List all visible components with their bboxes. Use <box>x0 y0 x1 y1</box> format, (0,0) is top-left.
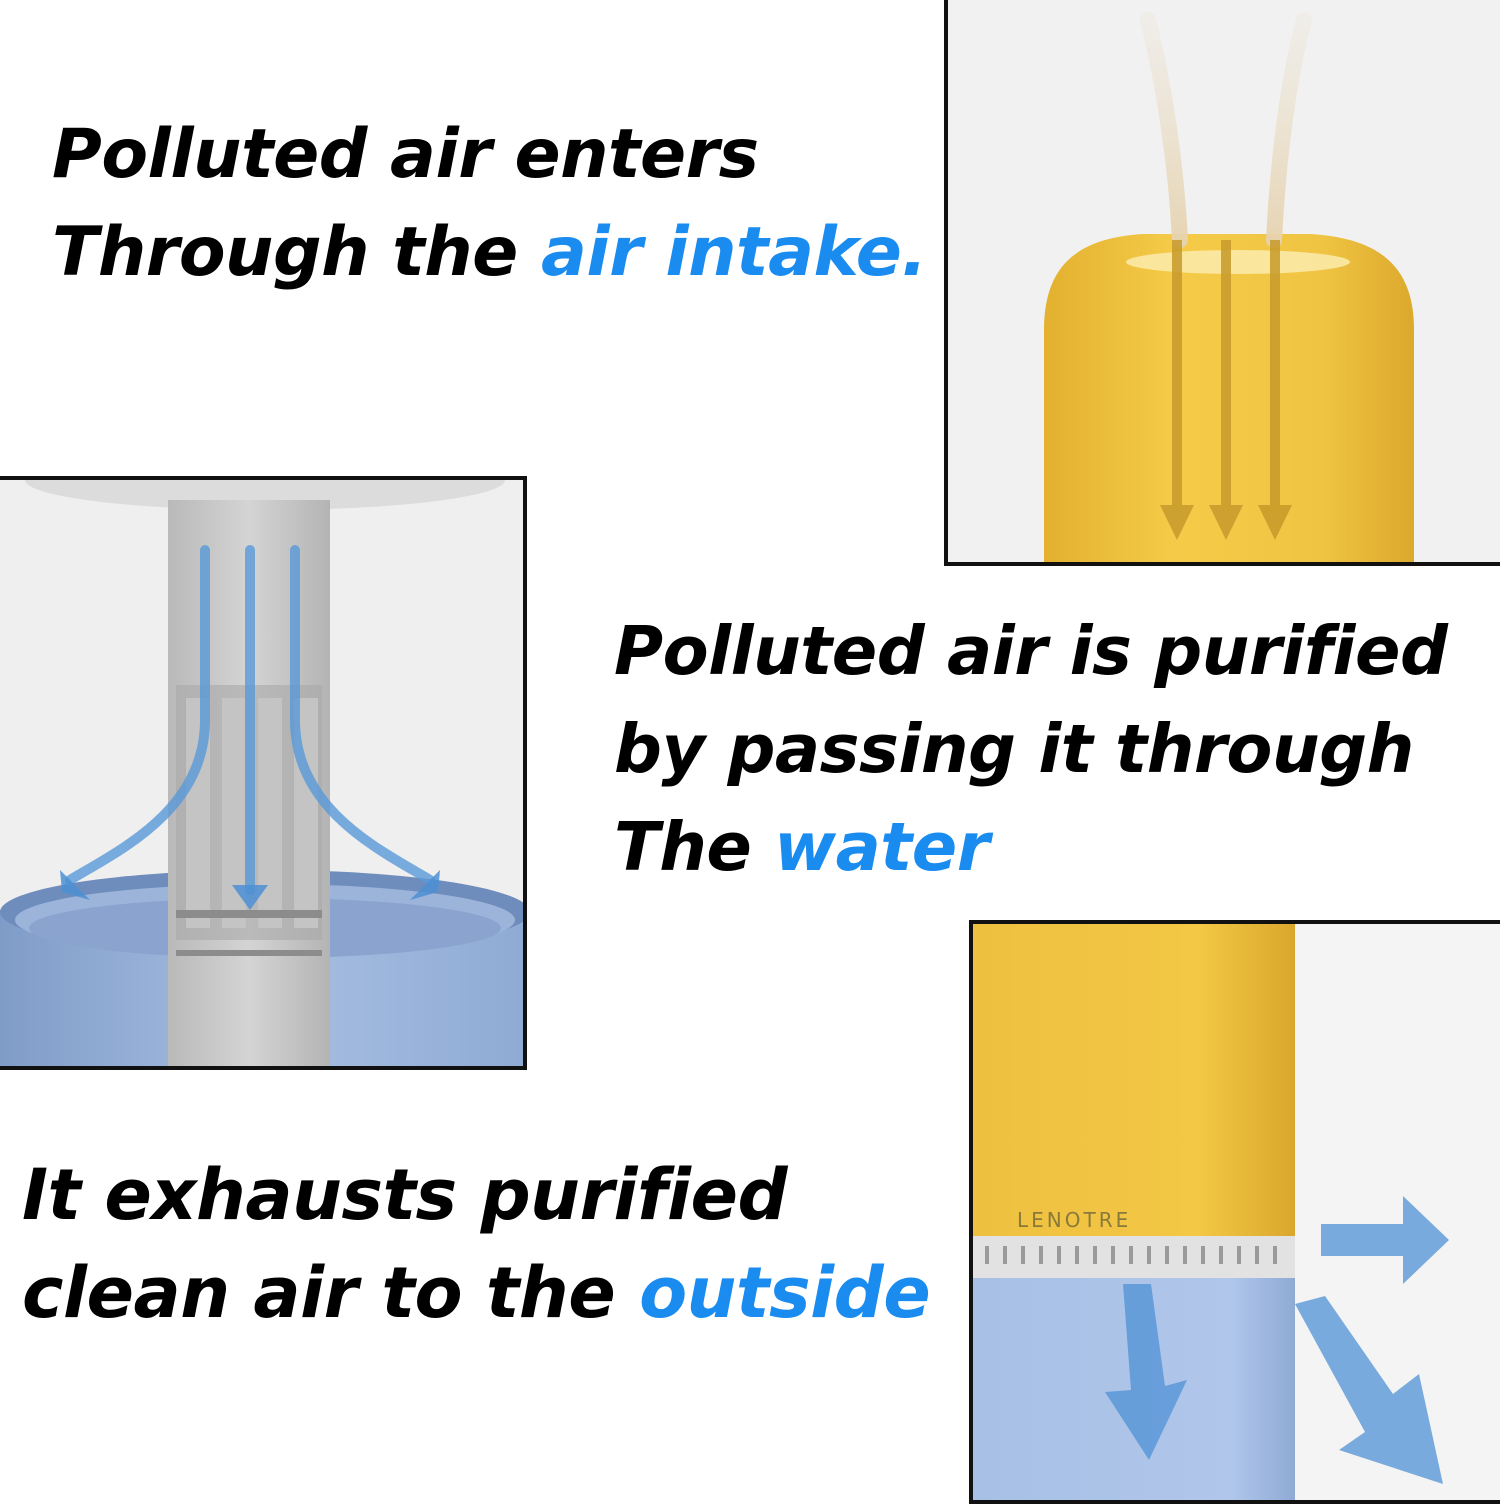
arrow-down-icon <box>232 885 268 910</box>
caption-air-intake-highlight: air intake. <box>540 213 927 292</box>
caption-air-intake-line-2: Through the <box>52 213 541 292</box>
caption-water-purification: Polluted air is purified by passing it t… <box>614 602 1448 896</box>
caption-air-intake-line-1: Polluted air enters <box>52 115 759 194</box>
air-stream-left <box>1140 12 1188 248</box>
device-exhaust-illustration <box>973 924 1500 1500</box>
water-chamber-illustration <box>0 476 527 1070</box>
air-intake-slot <box>1126 250 1350 274</box>
caption-exhaust-line-2: clean air to the <box>22 1252 640 1334</box>
caption-exhaust-line-1: It exhausts purified <box>22 1154 788 1236</box>
device-brand-label: LENOTRE <box>1017 1208 1132 1232</box>
arrow-down-icon <box>1209 505 1243 540</box>
arrow-left-icon <box>60 870 90 900</box>
arrow-right-icon <box>1321 1196 1449 1284</box>
upper-disk <box>25 480 505 510</box>
caption-water-line-2: by passing it through <box>614 710 1414 788</box>
exhaust-vent <box>973 1236 1295 1278</box>
caption-exhaust: It exhausts purified clean air to the ou… <box>22 1146 931 1342</box>
arrow-down-right-icon <box>1105 1284 1187 1460</box>
caption-water-highlight: water <box>774 808 990 886</box>
air-intake-illustration <box>944 0 1500 566</box>
arrow-down-icon <box>1160 505 1194 540</box>
caption-air-intake: Polluted air enters Through the air inta… <box>52 106 927 302</box>
air-stream-right <box>1266 12 1312 248</box>
device-yellow-body <box>973 924 1295 1236</box>
arrow-right-icon <box>410 870 440 900</box>
airflow-curve-left <box>65 545 210 885</box>
airflow-curve-right <box>290 545 435 885</box>
caption-water-line-3: The <box>614 808 775 886</box>
caption-exhaust-highlight: outside <box>639 1252 931 1334</box>
exhaust-illustration: LENOTRE <box>969 920 1500 1504</box>
water-chamber-cutaway <box>0 480 523 1066</box>
arrow-down-icon <box>1258 505 1292 540</box>
arrow-down-right-icon <box>1295 1296 1443 1484</box>
caption-water-line-1: Polluted air is purified <box>614 612 1448 690</box>
yellow-cap-illustration <box>948 0 1500 562</box>
